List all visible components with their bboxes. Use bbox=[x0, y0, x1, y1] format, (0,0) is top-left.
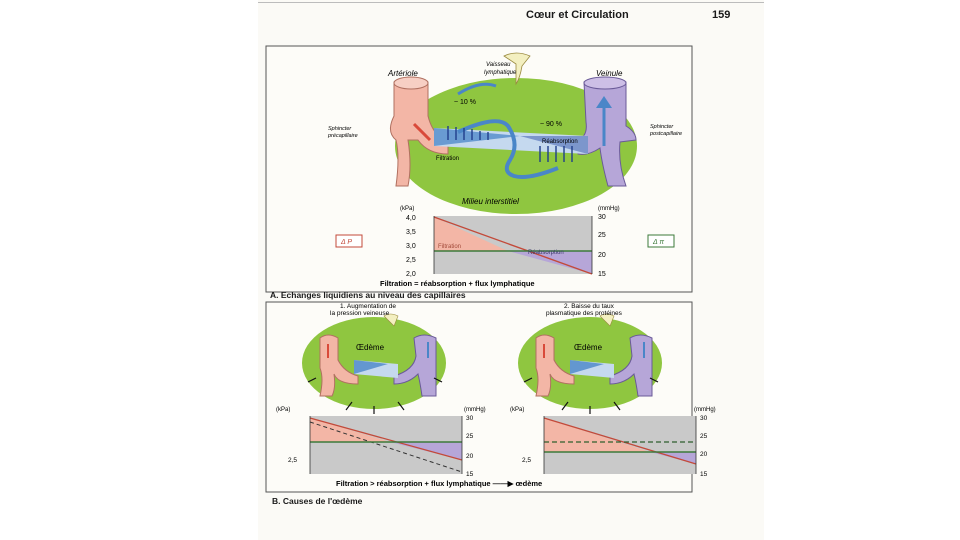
b1-tick-right-2: 20 bbox=[466, 453, 474, 460]
label-sphincter-post-2: postcapillaire bbox=[649, 131, 682, 137]
b1-unit-mmhg: (mmHg) bbox=[464, 407, 486, 413]
top-rule bbox=[258, 2, 764, 3]
delta-pi-label: Δ π bbox=[652, 239, 664, 246]
page-header-title: Cœur et Circulation bbox=[526, 9, 629, 21]
b2-unit-kpa: (kPa) bbox=[510, 407, 524, 413]
b2-oedeme-label: Œdème bbox=[574, 343, 603, 352]
b2-title-2: plasmatique des protéines bbox=[546, 310, 623, 317]
chart-b2 bbox=[544, 416, 696, 474]
tick-right-2: 20 bbox=[598, 252, 606, 259]
panel-a-figure: Artériole Vaisseau lymphatique Veinule ~… bbox=[258, 36, 764, 294]
b2-unit-mmhg: (mmHg) bbox=[694, 407, 716, 413]
tick-left-0: 4,0 bbox=[406, 215, 416, 222]
chart-b1 bbox=[310, 416, 462, 474]
unit-mmhg: (mmHg) bbox=[598, 206, 620, 212]
caption-b: B. Causes de l'œdème bbox=[272, 496, 362, 506]
label-pct10: ~ 10 % bbox=[454, 99, 476, 106]
label-reabsorption: Réabsorption bbox=[542, 139, 578, 145]
b1-tick-right-1: 25 bbox=[466, 433, 474, 440]
tick-left-3: 2,5 bbox=[406, 257, 416, 264]
unit-kpa: (kPa) bbox=[400, 206, 414, 212]
label-lymphatique: lymphatique bbox=[484, 70, 517, 76]
label-sphincter-pre-2: précapillaire bbox=[327, 133, 358, 139]
b1-title-1: 1. Augmentation de bbox=[340, 303, 396, 310]
b1-tick-right-0: 30 bbox=[466, 415, 474, 422]
b2-tick-right-1: 25 bbox=[700, 433, 708, 440]
b2-title-1: 2. Baisse du taux bbox=[564, 303, 615, 310]
b1-unit-kpa: (kPa) bbox=[276, 407, 290, 413]
b1-title-2: la pression veineuse bbox=[330, 310, 390, 317]
tick-right-3: 15 bbox=[598, 271, 606, 278]
b1-oedeme-label: Œdème bbox=[356, 343, 385, 352]
chart-label-filtration: Filtration bbox=[438, 244, 461, 250]
page-number: 159 bbox=[712, 9, 730, 21]
b2-tick-right-0: 30 bbox=[700, 415, 708, 422]
b2-tick-right-3: 15 bbox=[700, 471, 708, 478]
label-filtration: Filtration bbox=[436, 156, 459, 162]
label-sphincter-pre-1: Sphincter bbox=[328, 126, 352, 132]
b1-tick-left: 2,5 bbox=[288, 457, 297, 464]
b1-tick-right-3: 15 bbox=[466, 471, 474, 478]
chart-label-reabsorption: Réabsorption bbox=[528, 250, 564, 256]
label-pct90: ~ 90 % bbox=[540, 121, 562, 128]
b2-tick-left: 2,5 bbox=[522, 457, 531, 464]
equation-a: Filtration = réabsorption + flux lymphat… bbox=[380, 279, 535, 288]
label-vaisseau: Vaisseau bbox=[486, 62, 511, 68]
label-milieu-interstitiel: Milieu interstitiel bbox=[462, 197, 519, 206]
panel-b-figure: 1. Augmentation de la pression veineuse … bbox=[258, 298, 764, 494]
tick-left-2: 3,0 bbox=[406, 243, 416, 250]
b2-tick-right-2: 20 bbox=[700, 451, 708, 458]
delta-p-label: Δ P bbox=[340, 239, 352, 246]
label-arteriole: Artériole bbox=[387, 69, 418, 78]
tick-left-4: 2,0 bbox=[406, 271, 416, 278]
tick-left-1: 3,5 bbox=[406, 229, 416, 236]
tick-right-1: 25 bbox=[598, 232, 606, 239]
equation-b: Filtration > réabsorption + flux lymphat… bbox=[336, 479, 542, 488]
label-sphincter-post-1: Sphincter bbox=[650, 124, 674, 130]
tick-right-0: 30 bbox=[598, 214, 606, 221]
label-veinule: Veinule bbox=[596, 69, 623, 78]
